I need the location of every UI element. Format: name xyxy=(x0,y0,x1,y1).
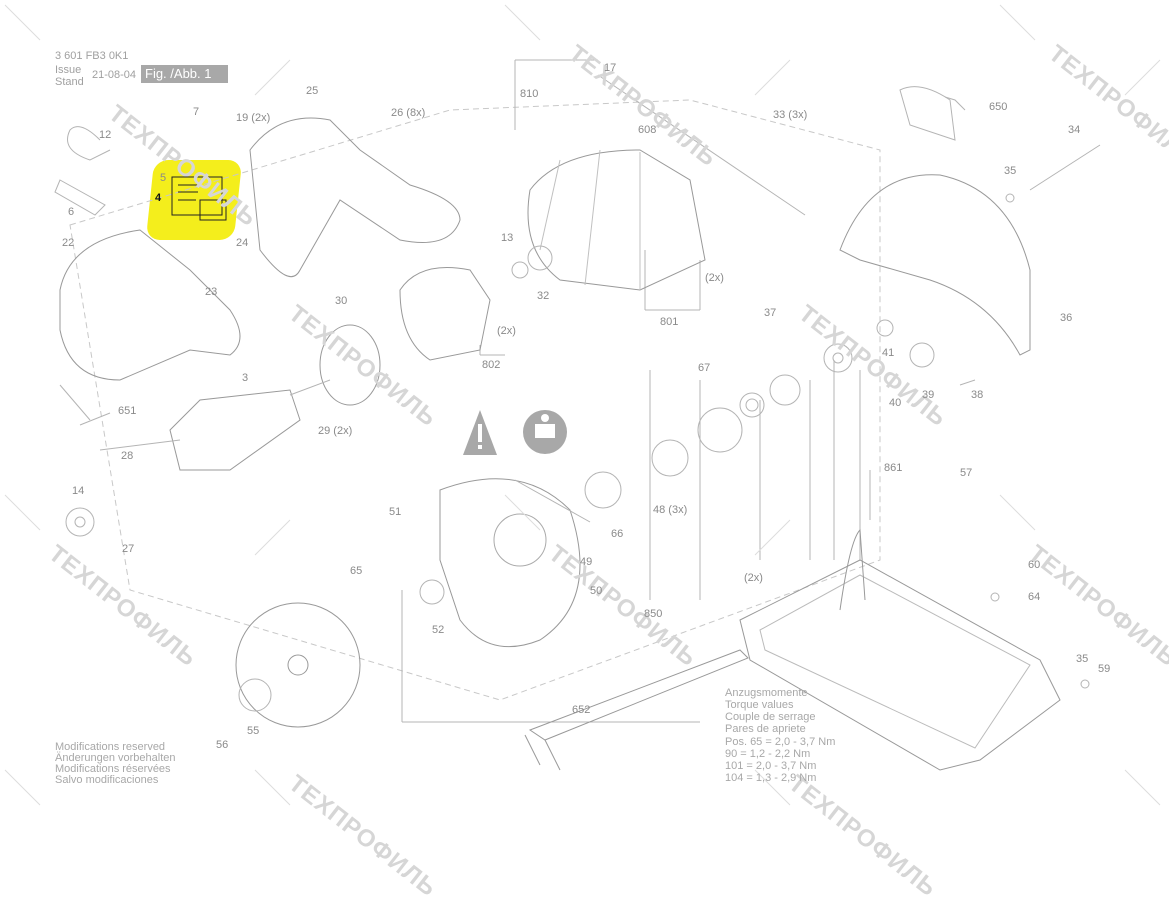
figure-label: Fig. /Abb. 1 xyxy=(141,65,228,83)
part-label[interactable]: 59 xyxy=(1098,663,1111,675)
part-label[interactable]: 26 (8x) xyxy=(391,107,426,119)
part-label[interactable]: (2x) xyxy=(705,272,724,284)
part-label[interactable]: 39 xyxy=(922,389,935,401)
diagram-artwork xyxy=(4,4,1161,806)
part-label-selected[interactable]: 4 xyxy=(155,192,162,204)
part-label[interactable]: 801 xyxy=(660,316,679,328)
part-label[interactable]: 49 xyxy=(580,556,593,568)
torque-title: Torque values xyxy=(725,699,794,711)
part-label[interactable]: 41 xyxy=(882,347,895,359)
part-label[interactable]: 40 xyxy=(889,397,902,409)
part-label[interactable]: 29 (2x) xyxy=(318,425,353,437)
part-label[interactable]: (2x) xyxy=(497,325,516,337)
part-label[interactable]: 37 xyxy=(764,307,777,319)
part-label[interactable]: 810 xyxy=(520,88,539,100)
part-label[interactable]: 55 xyxy=(247,725,260,737)
parts-diagram: TEХПРОФИЛЬ TEХПРОФИЛЬ TEХПРОФИЛЬ TEХПРОФ… xyxy=(4,4,1169,902)
part-label[interactable]: 48 (3x) xyxy=(653,504,688,516)
part-label[interactable]: 35 xyxy=(1076,653,1089,665)
part-label[interactable]: 12 xyxy=(99,129,112,141)
part-label[interactable]: (2x) xyxy=(744,572,763,584)
issue-date: 21-08-04 xyxy=(92,69,137,81)
part-label[interactable]: 32 xyxy=(537,290,550,302)
part-label[interactable]: 5 xyxy=(160,172,167,184)
torque-row: 101 = 2,0 - 3,7 Nm xyxy=(725,760,817,772)
part-label[interactable]: 57 xyxy=(960,467,973,479)
torque-row: 90 = 1,2 - 2,2 Nm xyxy=(725,748,811,760)
torque-row: Pos. 65 = 2,0 - 3,7 Nm xyxy=(725,736,836,748)
part-label[interactable]: 27 xyxy=(122,543,135,555)
part-label[interactable]: 56 xyxy=(216,739,229,751)
part-label[interactable]: 22 xyxy=(62,237,75,249)
part-label[interactable]: 66 xyxy=(611,528,624,540)
part-label[interactable]: 861 xyxy=(884,462,903,474)
torque-title: Couple de serrage xyxy=(725,711,816,723)
part-label[interactable]: 24 xyxy=(236,237,249,249)
part-label[interactable]: 52 xyxy=(432,624,445,636)
part-label[interactable]: 652 xyxy=(572,704,591,716)
part-label[interactable]: 7 xyxy=(193,106,200,118)
part-label[interactable]: 19 (2x) xyxy=(236,112,271,124)
modifications-note: Salvo modificaciones xyxy=(55,774,159,786)
part-label[interactable]: 23 xyxy=(205,286,218,298)
modifications-note: Modifications reserved xyxy=(55,741,166,753)
part-label[interactable]: 850 xyxy=(644,608,663,620)
part-label[interactable]: 33 (3x) xyxy=(773,109,808,121)
torque-title: Anzugsmomente xyxy=(725,687,808,699)
modifications-note: Änderungen vorbehalten xyxy=(55,752,176,764)
part-label[interactable]: 651 xyxy=(118,405,137,417)
part-label[interactable]: 60 xyxy=(1028,559,1041,571)
part-label[interactable]: 28 xyxy=(121,450,134,462)
part-label[interactable]: 13 xyxy=(501,232,514,244)
part-label[interactable]: 25 xyxy=(306,85,319,97)
part-label[interactable]: 6 xyxy=(68,206,75,218)
stand-label: Stand xyxy=(55,76,84,88)
part-label[interactable]: 17 xyxy=(604,62,617,74)
issue-label: Issue xyxy=(55,64,82,76)
part-label[interactable]: 34 xyxy=(1068,124,1081,136)
part-label[interactable]: 67 xyxy=(698,362,711,374)
torque-title: Pares de apriete xyxy=(725,723,806,735)
part-label[interactable]: 51 xyxy=(389,506,402,518)
part-label[interactable]: 36 xyxy=(1060,312,1073,324)
part-label[interactable]: 30 xyxy=(335,295,348,307)
torque-row: 104 = 1,3 - 2,9 Nm xyxy=(725,772,817,784)
part-label[interactable]: 650 xyxy=(989,101,1008,113)
part-label[interactable]: 802 xyxy=(482,359,501,371)
part-label[interactable]: 608 xyxy=(638,124,657,136)
part-label[interactable]: 65 xyxy=(350,565,363,577)
document-number: 3 601 FB3 0K1 xyxy=(55,50,129,62)
part-label[interactable]: 38 xyxy=(971,389,984,401)
part-label[interactable]: 64 xyxy=(1028,591,1041,603)
part-label[interactable]: 14 xyxy=(72,485,85,497)
part-label[interactable]: 3 xyxy=(242,372,249,384)
modifications-note: Modifications réservées xyxy=(55,763,171,775)
part-label[interactable]: 35 xyxy=(1004,165,1017,177)
part-label[interactable]: 50 xyxy=(590,585,603,597)
